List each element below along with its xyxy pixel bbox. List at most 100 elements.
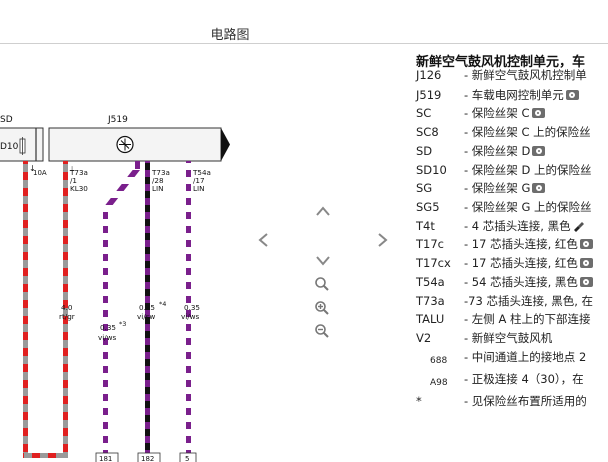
legend-item-description: - 见保险丝布置所适用的 [464, 394, 587, 408]
left-module-inner-label: D10 [0, 142, 19, 152]
legend-item: T4t - 4 芯插头连接, 黑色 [416, 217, 585, 235]
fuse-rating: 10A [33, 169, 47, 177]
svg-text:T73a: T73a [151, 168, 170, 177]
legend-item-code: T17c [416, 237, 444, 251]
prev-page-button[interactable] [252, 229, 274, 251]
connector-plug-icon[interactable] [573, 221, 585, 232]
zoom-out-button[interactable] [311, 320, 333, 342]
legend-item: T17cx- 17 芯插头连接, 红色 [416, 254, 593, 272]
wire-vi-ws-2 [186, 161, 191, 462]
camera-icon[interactable] [579, 277, 593, 287]
magnifier-icon [315, 277, 329, 291]
legend-item-code: SC [416, 106, 432, 120]
legend-item-code: 688 [430, 356, 448, 366]
zoom-in-button[interactable] [311, 297, 333, 319]
legend-item: 688 - 中间通道上的接地点 2 [416, 348, 586, 366]
legend-item-description: - 4 芯插头连接, 黑色 [464, 219, 571, 233]
scroll-down-button[interactable] [312, 250, 334, 272]
wire-rt-gr-left [23, 161, 28, 457]
svg-text:LIN: LIN [152, 184, 164, 193]
main-module-box [48, 127, 222, 162]
camera-icon[interactable] [531, 108, 545, 118]
camera-icon[interactable] [565, 90, 579, 100]
legend-item: J519 - 车载电网控制单元 [416, 86, 579, 104]
legend-item: T73a -73 芯插头连接, 黑色, 在 [416, 292, 593, 310]
legend-item-code: SC8 [416, 125, 439, 139]
zoom-in-icon [315, 301, 329, 315]
legend-item-code: J519 [416, 88, 442, 102]
legend-item-code: J126 [416, 68, 442, 82]
legend-item-description: - 中间通道上的接地点 2 [464, 350, 587, 364]
legend-item-description: - 车载电网控制单元 [464, 88, 564, 102]
wire-label-4: 0.35 vi/ws [181, 303, 200, 321]
legend-item: A98- 正极连接 4（30），在 [416, 370, 584, 388]
legend-item-description: -73 芯插头连接, 黑色, 在 [464, 294, 594, 308]
camera-icon[interactable] [532, 146, 546, 156]
chevron-up-icon [316, 206, 330, 216]
window-title: 电路图 [210, 28, 250, 43]
legend-item-description: - 新鲜空气鼓风机控制单 [464, 68, 587, 82]
legend-item: SD10 - 保险丝架 D 上的保险丝 [416, 161, 591, 179]
terminal-box-181 [95, 452, 119, 462]
legend-item-code: TALU [416, 312, 445, 326]
legend-item-description: - 保险丝架 C [464, 106, 530, 120]
legend-item: V2- 新鲜空气鼓风机 [416, 329, 552, 347]
scroll-up-button[interactable] [312, 200, 334, 222]
svg-text:vi/sw: vi/sw [137, 312, 155, 321]
legend-item-code: T73a [416, 294, 445, 308]
terminal-box-182 [137, 452, 161, 462]
svg-text:LIN: LIN [193, 184, 205, 193]
legend-title: 新鲜空气鼓风机控制单元，车 [416, 55, 586, 70]
camera-icon[interactable] [532, 183, 546, 193]
terminal-box-5 [179, 452, 197, 462]
circuit-diagram[interactable]: SD D10 J519 10A ↓ ⊥ T73a /1 KL30 T73a /2… [0, 44, 236, 462]
continue-arrow-icon [221, 128, 230, 161]
legend-item-description: - 正极连接 4（30），在 [464, 372, 584, 386]
legend-item-description: - 保险丝架 G 上的保险丝 [464, 200, 592, 214]
legend-item: SD- 保险丝架 D [416, 142, 546, 160]
legend-item-description: - 54 芯插头连接, 黑色 [464, 275, 578, 289]
camera-icon[interactable] [579, 258, 593, 268]
legend-item-description: - 新鲜空气鼓风机 [464, 331, 553, 345]
svg-text:0.35: 0.35 [139, 303, 155, 312]
legend-item-description: - 保险丝架 D 上的保险丝 [464, 163, 592, 177]
terminal-label-181: 181 [99, 455, 112, 462]
wire-label-1: 4.0 rt/gr [59, 303, 75, 321]
legend-item-code: SD10 [416, 163, 447, 177]
next-page-button[interactable] [372, 229, 394, 251]
legend-item-code: * [416, 394, 422, 408]
legend-item: SG5- 保险丝架 G 上的保险丝 [416, 198, 592, 216]
legend-item-description: - 保险丝架 C 上的保险丝 [464, 125, 591, 139]
wire-rt-gr-right [63, 161, 68, 458]
svg-text:rt/gr: rt/gr [59, 312, 75, 321]
legend-item-description: - 保险丝架 G [464, 181, 531, 195]
legend-item-code: T4t [416, 219, 435, 233]
terminal-label-182: 182 [141, 455, 154, 462]
navigation-panel [236, 44, 406, 462]
svg-text:4.0: 4.0 [61, 303, 73, 312]
zoom-fit-button[interactable] [311, 273, 333, 295]
legend-item-code: T54a [416, 275, 445, 289]
legend-item: T54a - 54 芯插头连接, 黑色 [416, 273, 593, 291]
svg-text:vi/ws: vi/ws [181, 312, 200, 321]
zoom-out-icon [315, 324, 329, 338]
legend-item: SC8 - 保险丝架 C 上的保险丝 [416, 123, 591, 141]
connector-t73a-28: T73a /28 LIN [151, 168, 170, 193]
svg-text:*3: *3 [119, 320, 126, 328]
wire-label-2: 0.35 *3 vi/ws [98, 320, 126, 342]
svg-text:T54a: T54a [192, 168, 211, 177]
chevron-down-icon [316, 256, 330, 266]
wire-label-3: 0.35 *4 vi/sw [137, 300, 166, 321]
camera-icon[interactable] [579, 239, 593, 249]
wire-vi-sw [145, 161, 150, 462]
legend-item: T17c- 17 芯插头连接, 红色 [416, 235, 593, 253]
svg-text:/28: /28 [152, 176, 164, 185]
terminal-label-5: 5 [185, 455, 189, 462]
svg-text:*4: *4 [159, 300, 166, 308]
connector-t54a-17: T54a /17 LIN [192, 168, 211, 193]
legend-item: * - 见保险丝布置所适用的 [416, 392, 587, 410]
legend-item-description: - 保险丝架 D [464, 144, 531, 158]
legend-item-code: T17cx [416, 256, 451, 270]
svg-text:0.35: 0.35 [100, 323, 116, 332]
svg-text:vi/ws: vi/ws [98, 333, 117, 342]
